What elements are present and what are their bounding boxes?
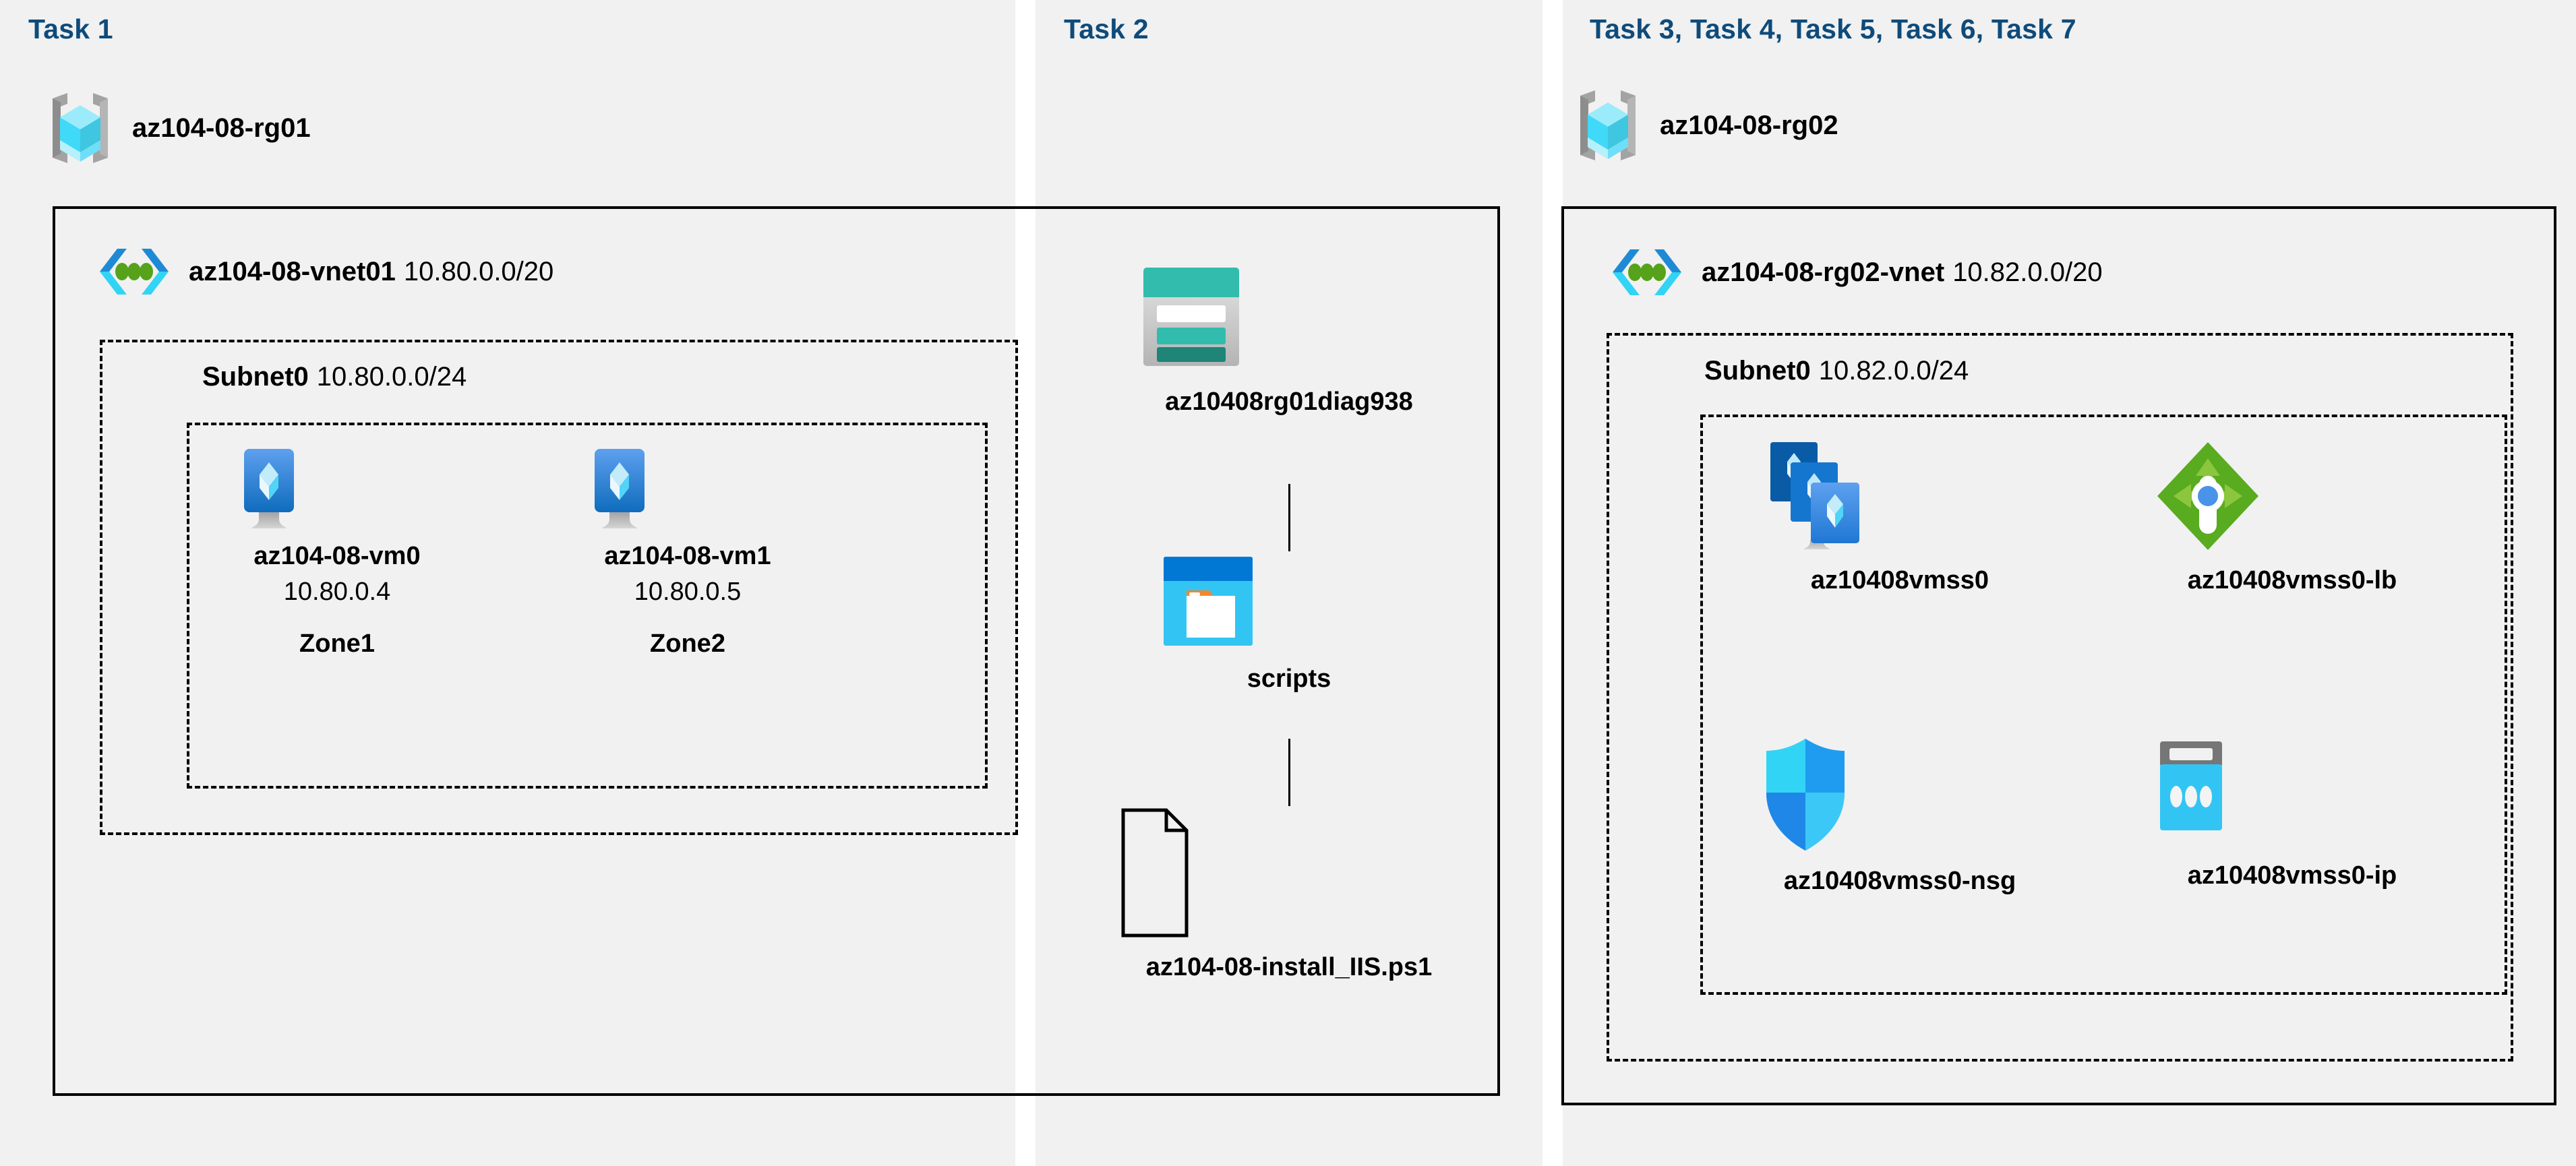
- file-icon: [1107, 806, 1471, 941]
- vnet-rg02-name: az104-08-rg02-vnet: [1702, 257, 1945, 287]
- subnet0-rg02-box: [1607, 333, 2513, 1062]
- resource-group-rg01-header: az104-08-rg01: [43, 88, 311, 168]
- virtual-network-icon: [94, 239, 174, 304]
- resource-group-icon: [1571, 85, 1645, 166]
- vm-az104-08-vm1[interactable]: az104-08-vm1 10.80.0.5 Zone2: [580, 445, 796, 659]
- storage-account-name: az10408rg01diag938: [1165, 388, 1413, 416]
- connector-account-to-container: [1288, 484, 1290, 551]
- subnet0-rg02-name: Subnet0: [1704, 356, 1811, 386]
- vm-scale-set-az10408vmss0[interactable]: az10408vmss0: [1758, 438, 2041, 597]
- resource-group-icon: [43, 88, 117, 168]
- network-security-group-icon: [1758, 735, 2041, 855]
- public-ip-address-icon: [2151, 735, 2434, 849]
- resource-group-rg02-header: az104-08-rg02: [1571, 85, 1838, 166]
- vm-scale-set-icon: [1758, 438, 2041, 554]
- vm1-ip: 10.80.0.5: [634, 577, 742, 606]
- vm0-zone: Zone1: [299, 629, 375, 658]
- panel-task-3-7: [1563, 0, 2576, 1166]
- vm0-name: az104-08-vm0: [253, 542, 421, 570]
- virtual-network-icon: [1607, 240, 1687, 305]
- vmss-group-box: [1700, 415, 2507, 995]
- resource-group-rg01-name: az104-08-rg01: [132, 113, 311, 143]
- blob-container-icon: [1154, 551, 1424, 651]
- task-3-7-label: Task 3, Task 4, Task 5, Task 6, Task 7: [1590, 13, 2076, 44]
- network-security-group-az10408vmss0-nsg[interactable]: az10408vmss0-nsg: [1758, 735, 2041, 898]
- file-az104-08-install-iis-ps1[interactable]: az104-08-install_IIS.ps1: [1107, 806, 1471, 984]
- vnet-vnet01-name: az104-08-vnet01: [189, 256, 396, 286]
- blob-container-scripts[interactable]: scripts: [1154, 551, 1424, 696]
- blob-container-name: scripts: [1247, 665, 1331, 693]
- vm-group-box: [187, 423, 988, 789]
- load-balancer-az10408vmss0-lb[interactable]: az10408vmss0-lb: [2151, 438, 2434, 597]
- file-name: az104-08-install_IIS.ps1: [1145, 953, 1433, 981]
- subnet0-rg01-name: Subnet0: [202, 362, 309, 392]
- storage-account-icon: [1127, 259, 1451, 374]
- subnet0-rg02-cidr: 10.82.0.0/24: [1818, 356, 1969, 386]
- vnet-az104-08-vnet01-box: [53, 206, 1500, 1096]
- vm0-ip: 10.80.0.4: [283, 577, 391, 606]
- task-1-label: Task 1: [28, 13, 113, 44]
- vm1-name: az104-08-vm1: [604, 542, 771, 570]
- connector-container-to-file: [1288, 739, 1290, 806]
- vnet-vnet01-cidr: 10.80.0.0/20: [403, 256, 554, 286]
- vm1-zone: Zone2: [650, 629, 725, 658]
- task-2-label: Task 2: [1064, 13, 1149, 44]
- panel-task-2: [1036, 0, 1542, 1166]
- lb-name: az10408vmss0-lb: [2187, 566, 2397, 594]
- virtual-machine-icon: [229, 445, 445, 531]
- nsg-name: az10408vmss0-nsg: [1783, 867, 2016, 895]
- vm-az104-08-vm0[interactable]: az104-08-vm0 10.80.0.4 Zone1: [229, 445, 445, 659]
- vnet-az104-08-rg02-vnet-box: [1561, 206, 2556, 1105]
- subnet0-rg01-cidr: 10.80.0.0/24: [316, 362, 467, 392]
- vnet-rg02-cidr: 10.82.0.0/20: [1952, 257, 2103, 287]
- panel-task-1: [0, 0, 1015, 1166]
- resource-group-rg02-name: az104-08-rg02: [1660, 110, 1838, 140]
- load-balancer-icon: [2151, 438, 2434, 554]
- virtual-machine-icon: [580, 445, 796, 531]
- public-ip-name: az10408vmss0-ip: [2187, 861, 2397, 890]
- subnet0-rg01-box: [100, 340, 1018, 835]
- public-ip-address-az10408vmss0-ip[interactable]: az10408vmss0-ip: [2151, 735, 2434, 892]
- vmss-name: az10408vmss0: [1810, 566, 1989, 594]
- storage-account-az10408rg01diag938[interactable]: az10408rg01diag938: [1127, 259, 1451, 419]
